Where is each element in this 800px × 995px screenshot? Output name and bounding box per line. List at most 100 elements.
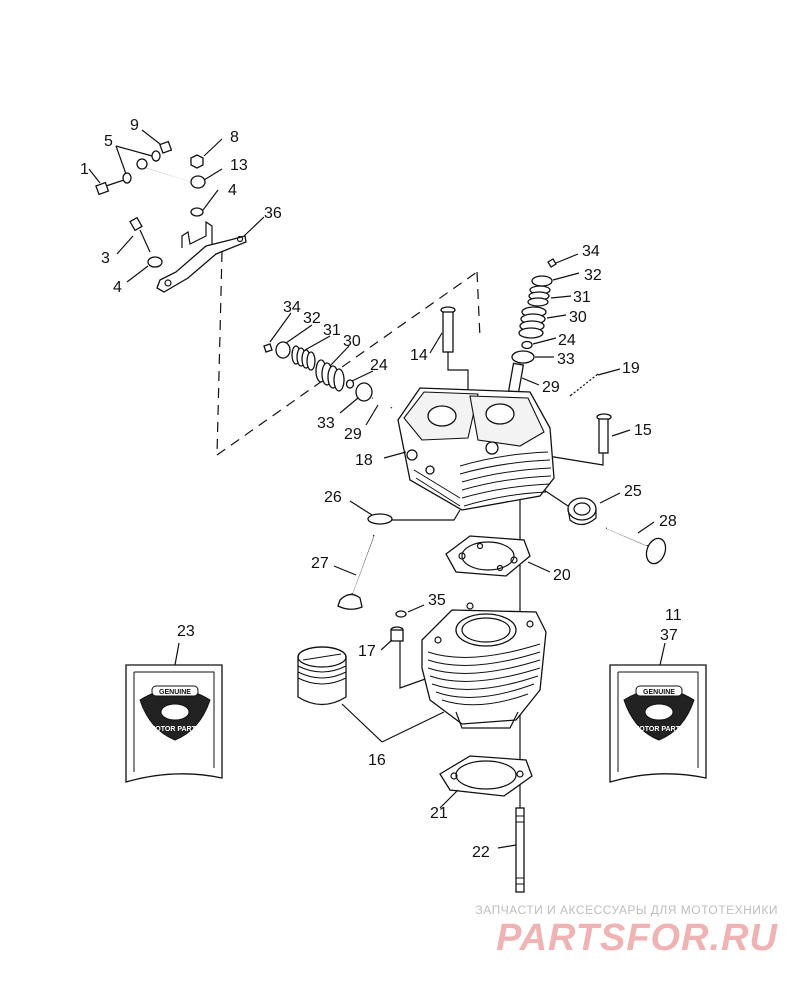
piston-16: [297, 646, 347, 706]
spring-31-left: [291, 345, 316, 371]
callout-34-right: 34: [582, 243, 600, 260]
kit-box-11-37: GENUINE MOTOR PARTS: [609, 642, 707, 783]
callout-36: 36: [264, 205, 282, 222]
leaders-bracket: [88, 129, 265, 283]
guide-29-left: [371, 396, 393, 409]
retainer-32-left: [275, 341, 291, 359]
retainer-32-right: [531, 275, 553, 287]
callout-16: 16: [368, 752, 386, 769]
seal-24-left: [345, 379, 355, 389]
bolt-1: [95, 179, 125, 196]
callout-20: 20: [553, 567, 571, 584]
seal-24-right: [521, 340, 533, 350]
callout-4-upper: 4: [228, 182, 237, 199]
callout-labels: 1 5 9 8 13 4 36 3 4 34 32 31 30 24 33 29…: [80, 117, 682, 861]
seal-25: [567, 497, 597, 526]
keeper-34-left: [263, 343, 273, 353]
align-line-head-top: [476, 271, 481, 339]
keeper-34-right: [547, 258, 557, 268]
callout-22: 22: [472, 844, 490, 861]
seat-33-right: [511, 350, 535, 364]
callout-11: 11: [665, 607, 682, 624]
callout-8: 8: [230, 129, 239, 146]
spring-30-left: [315, 359, 345, 392]
callout-14: 14: [410, 347, 428, 364]
washer-5a: [122, 172, 132, 184]
callout-1: 1: [80, 161, 89, 178]
washer-4-top: [190, 207, 204, 217]
base-gasket-21: [439, 755, 533, 797]
callout-23: 23: [177, 623, 195, 640]
valve-train-left: [263, 341, 393, 409]
washer-5b: [151, 150, 161, 162]
callout-24-right: 24: [558, 332, 576, 349]
spring-30-right: [518, 306, 547, 339]
valve-28: [605, 527, 667, 565]
watermark: ЗАПЧАСТИ И АКСЕССУАРЫ ДЛЯ МОТОТЕХНИКИ PA…: [476, 903, 778, 959]
align-line-bracket: [216, 251, 223, 456]
ring-35: [395, 610, 407, 618]
kit-logo-top-23: GENUINE: [159, 689, 191, 696]
dowel-17: [390, 626, 404, 642]
pin-15: [596, 413, 612, 454]
cylinder-head-18: [397, 387, 555, 511]
stud-22: [515, 807, 525, 893]
guide-29-right: [507, 362, 525, 394]
spring-31-right: [527, 285, 551, 307]
valve-train-right: [507, 258, 557, 394]
stud-19: [569, 373, 599, 397]
pin-14: [440, 306, 456, 353]
rod-end-13: [136, 158, 206, 189]
bracket-assembly: [95, 140, 247, 293]
valve-27: [337, 534, 375, 610]
leaders-valve-right: [521, 253, 580, 386]
callout-24-left: 24: [370, 357, 388, 374]
callout-32-left: 32: [303, 310, 321, 327]
callout-33-right: 33: [557, 351, 575, 368]
callout-32-right: 32: [584, 267, 602, 284]
washer-4-lower: [147, 256, 163, 268]
cylinder-16: [421, 602, 547, 729]
kit-logo-bottom-11-37: MOTOR PARTS: [633, 726, 684, 733]
nut-9: [159, 140, 173, 154]
callout-21: 21: [430, 805, 448, 822]
kit-logo-top-11-37: GENUINE: [643, 689, 675, 696]
callout-30-left: 30: [343, 333, 361, 350]
callout-33-left: 33: [317, 415, 335, 432]
callout-13: 13: [230, 157, 248, 174]
callout-5: 5: [104, 133, 113, 150]
callout-25: 25: [624, 483, 642, 500]
leaders-valve-left: [269, 312, 379, 426]
seal-26: [367, 513, 393, 525]
callout-18: 18: [355, 452, 373, 469]
callout-29-left: 29: [344, 426, 362, 443]
watermark-brand: PARTSFOR.RU: [496, 917, 778, 959]
callout-28: 28: [659, 513, 677, 530]
callout-34-left: 34: [283, 299, 301, 316]
callout-15: 15: [634, 422, 652, 439]
callout-3: 3: [101, 250, 110, 267]
callout-30-right: 30: [569, 309, 587, 326]
kit-box-23: GENUINE MOTOR PARTS: [125, 642, 223, 783]
bolt-3: [129, 216, 151, 253]
head-gasket-20: [445, 535, 531, 577]
callout-26: 26: [324, 489, 342, 506]
callout-4-lower: 4: [113, 279, 122, 296]
bracket-36: [156, 235, 247, 293]
callout-35: 35: [428, 592, 446, 609]
callout-19: 19: [622, 360, 640, 377]
kit-logo-bottom-23: MOTOR PARTS: [149, 726, 200, 733]
seat-33-left: [355, 382, 373, 402]
align-line-head-left: [216, 271, 478, 456]
callout-27: 27: [311, 555, 329, 572]
watermark-tagline: ЗАПЧАСТИ И АКСЕССУАРЫ ДЛЯ МОТОТЕХНИКИ: [476, 903, 778, 917]
callout-17: 17: [358, 643, 376, 660]
callout-29-right: 29: [542, 379, 560, 396]
callout-37: 37: [660, 627, 678, 644]
nut-8: [190, 154, 204, 169]
callout-31-left: 31: [323, 322, 341, 339]
callout-9: 9: [130, 117, 139, 134]
callout-31-right: 31: [573, 289, 591, 306]
